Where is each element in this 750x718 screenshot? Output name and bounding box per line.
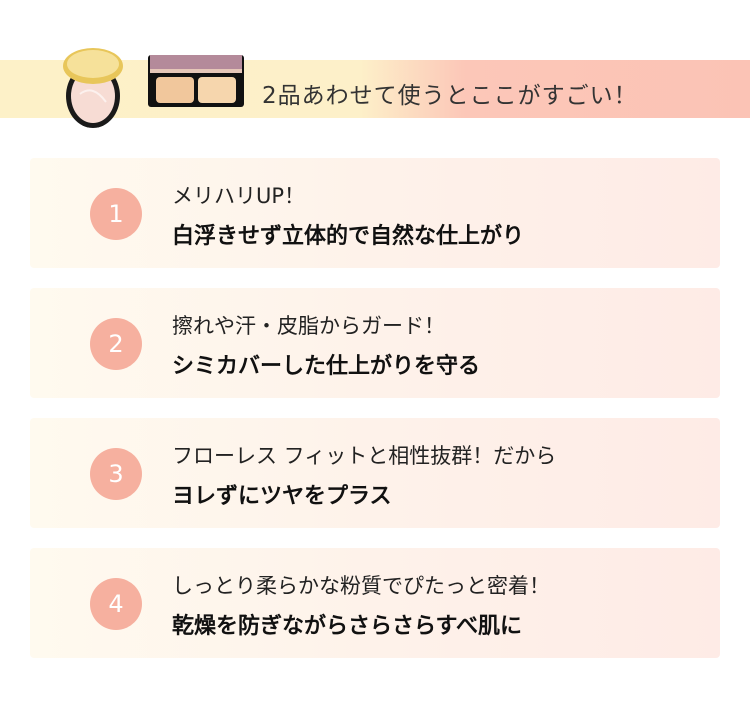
powder-compact-image	[63, 48, 123, 128]
benefit-headline: フローレス フィットと相性抜群！だから	[172, 444, 557, 468]
number-badge: 3	[90, 448, 142, 500]
banner-title: 2品あわせて使うとここがすごい！	[262, 83, 638, 109]
benefit-card-3: 3 フローレス フィットと相性抜群！だから ヨレずにツヤをプラス	[30, 418, 720, 528]
benefit-headline: メリハリUP！	[172, 184, 306, 208]
benefit-detail: シミカバーした仕上がりを守る	[172, 354, 481, 379]
benefit-card-1: 1 メリハリUP！ 白浮きせず立体的で自然な仕上がり	[30, 158, 720, 268]
benefit-detail: 白浮きせず立体的で自然な仕上がり	[172, 224, 525, 249]
benefit-detail: ヨレずにツヤをプラス	[172, 484, 392, 509]
number-badge: 4	[90, 578, 142, 630]
number-badge: 1	[90, 188, 142, 240]
benefit-headline: 擦れや汗・皮脂からガード！	[172, 314, 445, 338]
number-badge: 2	[90, 318, 142, 370]
benefit-card-4: 4 しっとり柔らかな粉質でぴたっと密着！ 乾燥を防ぎながらさらさらすべ肌に	[30, 548, 720, 658]
benefit-headline: しっとり柔らかな粉質でぴたっと密着！	[172, 574, 550, 598]
foundation-compact-image	[148, 55, 244, 107]
benefit-card-2: 2 擦れや汗・皮脂からガード！ シミカバーした仕上がりを守る	[30, 288, 720, 398]
header-banner	[0, 60, 750, 118]
benefit-detail: 乾燥を防ぎながらさらさらすべ肌に	[172, 614, 523, 639]
